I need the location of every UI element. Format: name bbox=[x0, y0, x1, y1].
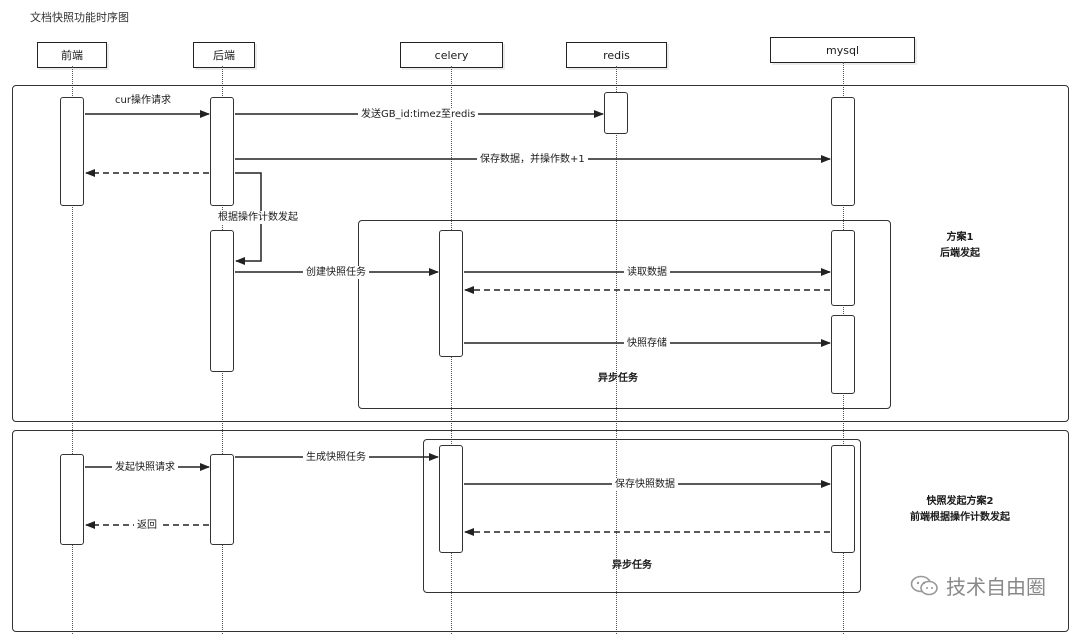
note-plan1: 方案1 后端发起 bbox=[920, 230, 1000, 262]
diagram-title: 文档快照功能时序图 bbox=[30, 11, 129, 24]
activation-mysql-2 bbox=[831, 230, 855, 306]
note-plan2-line2: 前端根据操作计数发起 bbox=[910, 512, 1010, 523]
activation-celery-2 bbox=[439, 445, 463, 553]
note-plan2: 快照发起方案2 前端根据操作计数发起 bbox=[890, 494, 1030, 526]
activation-backend-2 bbox=[210, 230, 234, 372]
label-save-snapshot: 保存快照数据 bbox=[612, 478, 678, 491]
lifeline-redis bbox=[616, 66, 617, 634]
activation-redis-1 bbox=[604, 92, 628, 134]
frame-async2 bbox=[423, 439, 861, 593]
label-generate-task: 生成快照任务 bbox=[303, 451, 369, 464]
label-send-redis: 发送GB_id:timez至redis bbox=[358, 108, 479, 121]
label-cur-request: cur操作请求 bbox=[112, 94, 174, 107]
frame-async1 bbox=[358, 220, 891, 409]
label-save-data: 保存数据，并操作数+1 bbox=[477, 153, 588, 166]
label-read-data: 读取数据 bbox=[624, 266, 670, 279]
note-async1: 异步任务 bbox=[598, 373, 638, 384]
label-trigger-by-count: 根据操作计数发起 bbox=[215, 211, 301, 224]
watermark-text: 技术自由圈 bbox=[946, 575, 1046, 599]
activation-celery-1 bbox=[439, 230, 463, 357]
note-async2: 异步任务 bbox=[612, 560, 652, 571]
actor-redis: redis bbox=[566, 42, 667, 68]
actor-mysql: mysql bbox=[770, 37, 915, 63]
activation-backend-1 bbox=[210, 97, 234, 206]
note-plan1-line2: 后端发起 bbox=[940, 248, 980, 259]
activation-mysql-3 bbox=[831, 315, 855, 394]
note-plan1-line1: 方案1 bbox=[946, 232, 974, 243]
label-init-snapshot: 发起快照请求 bbox=[112, 461, 178, 474]
frame-plan1 bbox=[12, 85, 1069, 422]
frame-plan2 bbox=[12, 430, 1069, 632]
label-create-task: 创建快照任务 bbox=[303, 266, 369, 279]
label-snapshot-store: 快照存储 bbox=[624, 337, 670, 350]
activation-frontend-2 bbox=[60, 454, 84, 545]
actor-backend: 后端 bbox=[193, 42, 255, 68]
note-plan2-line1: 快照发起方案2 bbox=[926, 496, 994, 507]
activation-mysql-4 bbox=[831, 445, 855, 553]
label-return: 返回 bbox=[134, 519, 160, 532]
activation-backend-3 bbox=[210, 454, 234, 545]
activation-mysql-1 bbox=[831, 97, 855, 206]
wechat-icon bbox=[910, 575, 940, 597]
watermark: 技术自由圈 bbox=[910, 571, 1046, 600]
lifeline-frontend bbox=[72, 66, 73, 634]
activation-frontend-1 bbox=[60, 97, 84, 206]
